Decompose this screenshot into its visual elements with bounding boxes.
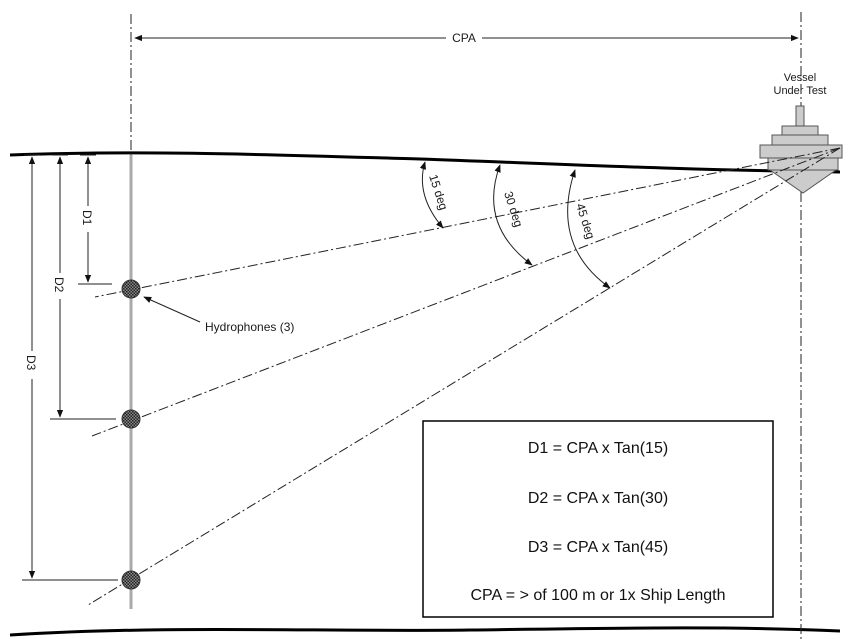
water-surface: [9, 151, 841, 174]
d2-label-bg: [52, 273, 68, 299]
d1-label: D1: [80, 210, 94, 226]
hydrophone-3: [121, 570, 141, 590]
sea-bottom: [9, 626, 841, 637]
angle-label-15: 15 deg: [426, 173, 451, 212]
formula-d2: D2 = CPA x Tan(30): [528, 490, 668, 507]
angle-arc-15: [419, 161, 444, 229]
angle-label-45: 45 deg: [573, 202, 598, 241]
angle-label-30: 30 deg: [501, 190, 526, 229]
hydrophones-leader: [143, 296, 201, 323]
d3-label-bg: [24, 351, 40, 379]
angle-arc-30: [493, 164, 533, 266]
angle-arc-45: [567, 169, 611, 289]
hydrophone-2: [121, 409, 141, 429]
vessel: [759, 105, 843, 194]
cpa-label: CPA: [452, 31, 476, 45]
d3-label: D3: [24, 355, 38, 371]
formula-box: [422, 420, 774, 618]
hydrophone-1: [121, 279, 141, 299]
d1-label-bg: [80, 206, 96, 232]
sight-line-30: [91, 147, 841, 437]
vessel-label-line2: Under Test: [774, 85, 827, 97]
formula-cpa: CPA = > of 100 m or 1x Ship Length: [471, 587, 726, 604]
sight-line-15: [94, 147, 841, 298]
formula-d3: D3 = CPA x Tan(45): [528, 539, 668, 556]
cpa-label-bg: [446, 29, 482, 45]
formula-d1: D1 = CPA x Tan(15): [528, 440, 668, 457]
hydrophones-label: Hydrophones (3): [205, 320, 294, 334]
d2-label: D2: [52, 277, 66, 293]
sight-line-45: [87, 147, 841, 606]
vessel-label-line1: Vessel: [784, 72, 816, 84]
